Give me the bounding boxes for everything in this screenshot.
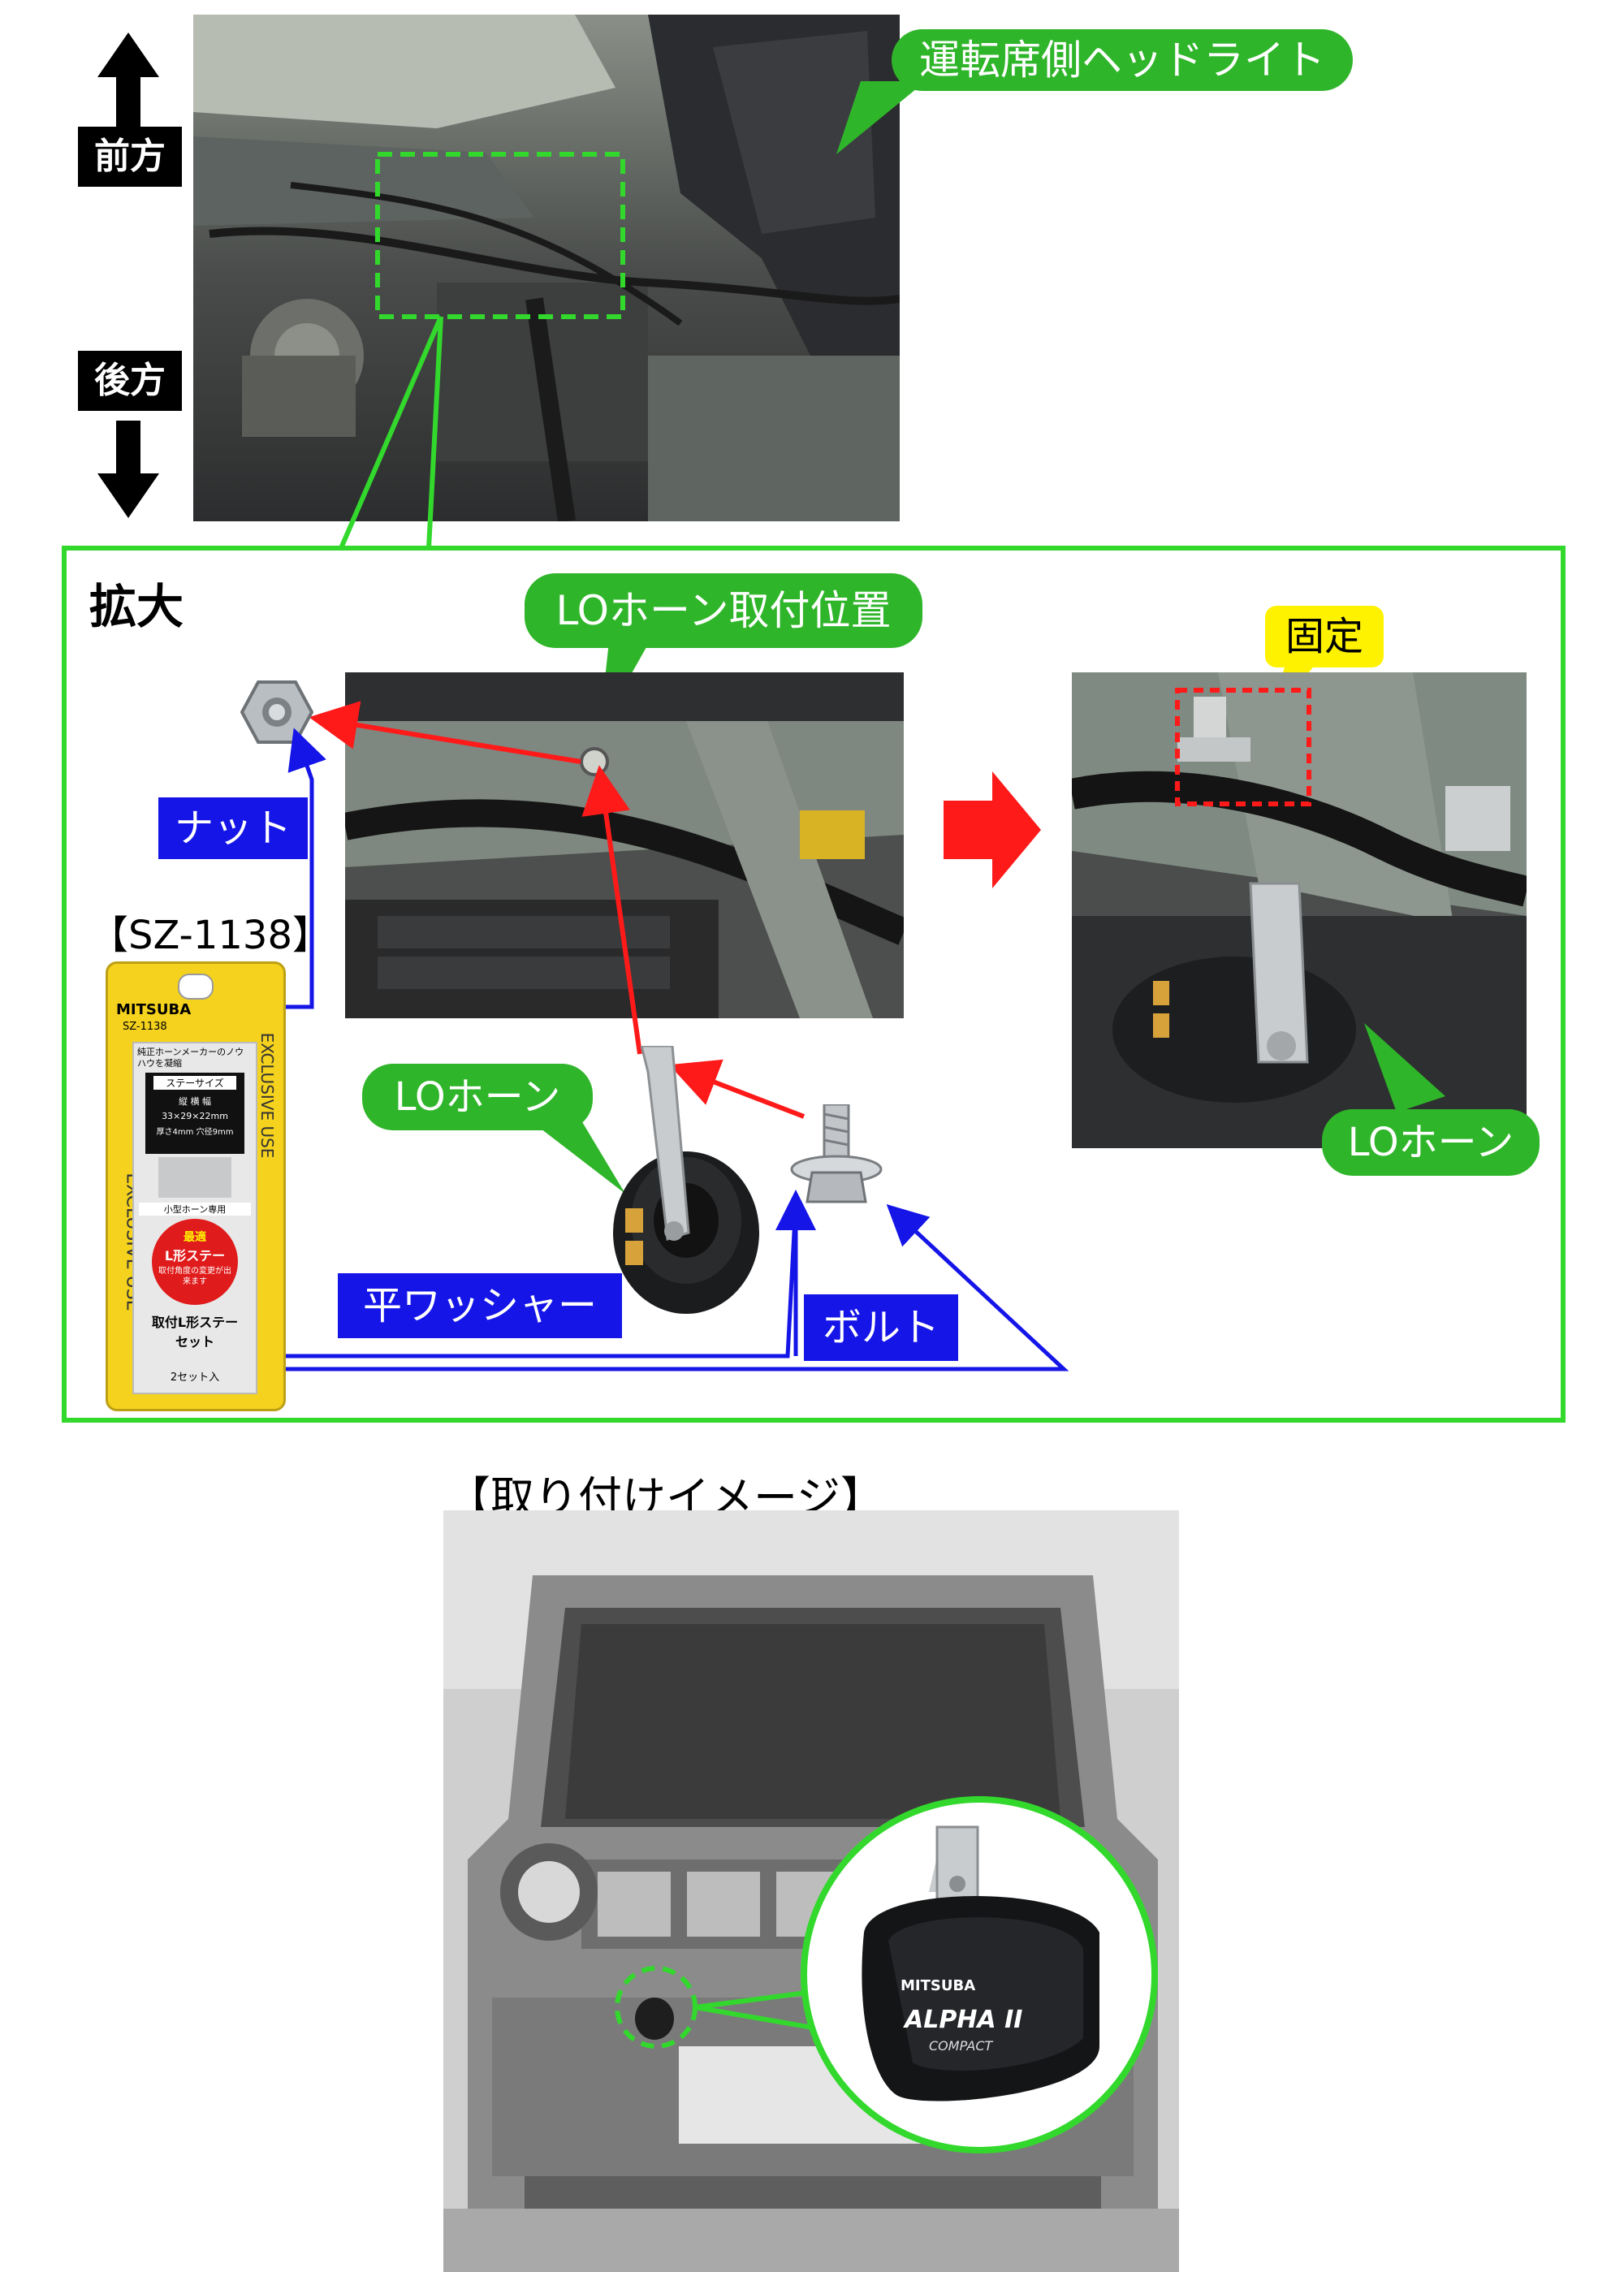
engine-bay-photo [193, 15, 900, 521]
badge-line-3: 取付角度の変更が出来ます [158, 1267, 231, 1286]
horn-brand: MITSUBA [901, 1977, 976, 1994]
enlarged-frame [62, 546, 1566, 1423]
bolt-washer-image [788, 1103, 885, 1218]
small-horn-label: 小型ホーン専用 [139, 1203, 251, 1216]
badge-line-2: L形ステー [164, 1248, 226, 1263]
lo-horn-position-callout: LOホーン取付位置 [525, 573, 922, 648]
headlight-callout: 運転席側ヘッドライト [892, 29, 1353, 91]
lo-horn-callout-right: LOホーン [1322, 1109, 1540, 1176]
badge-line-1: 最適 [184, 1231, 206, 1244]
horn-zoom-circle: MITSUBA ALPHA II COMPACT [801, 1796, 1158, 2153]
package-note: 純正ホーンメーカーのノウハウを凝縮 [137, 1047, 244, 1069]
product-name-line-2: セット [175, 1334, 214, 1350]
package-stay-photo [158, 1157, 231, 1198]
flat-washer-label: 平ワッシャー [338, 1273, 622, 1338]
package-count: 2セット入 [170, 1371, 220, 1384]
hang-hole [178, 974, 214, 1000]
down-arrow-icon [96, 421, 161, 518]
mount-position-photo [345, 672, 904, 1018]
lo-horn-left-pointer [520, 1112, 625, 1194]
installed-photo [1072, 672, 1527, 1148]
package-model: SZ-1138 [123, 1021, 167, 1033]
stay-size-box: ステーサイズ 縦 横 幅 33×29×22mm 厚さ4mm 穴径9mm [145, 1073, 244, 1154]
package-brand: MITSUBA [116, 1001, 192, 1018]
lo-horn-right-pointer [1364, 1023, 1445, 1112]
fixed-callout: 固定 [1265, 606, 1384, 667]
nut-label: ナット [158, 797, 308, 859]
lo-horn-callout-left: LOホーン [362, 1064, 593, 1130]
horn-model: ALPHA II [905, 2006, 1023, 2034]
nut-image [240, 677, 314, 747]
headlight-callout-pointer [836, 81, 926, 154]
horn-with-stay-image [593, 1044, 771, 1314]
big-red-arrow-icon [944, 771, 1041, 888]
enlarge-heading: 拡大 [89, 579, 184, 634]
horn-sub: COMPACT [929, 2038, 993, 2054]
package-card: 純正ホーンメーカーのノウハウを凝縮 ステーサイズ 縦 横 幅 33×29×22m… [132, 1042, 257, 1394]
stay-package: MITSUBA SZ-1138 EXCLUSIVE USE EXCLUSIVE … [106, 961, 286, 1411]
stay-size-title: ステーサイズ [153, 1076, 236, 1090]
stay-size-values: 33×29×22mm [162, 1111, 228, 1121]
up-arrow-icon [96, 32, 161, 130]
stay-size-dims: 縦 横 幅 [179, 1096, 211, 1107]
product-name: 取付L形ステー セット [137, 1311, 253, 1350]
optimal-badge: 最適 L形ステー 取付角度の変更が出来ます [152, 1219, 238, 1305]
rear-label: 後方 [78, 351, 182, 411]
product-code: 【SZ-1138】 [89, 913, 331, 958]
front-label: 前方 [78, 127, 182, 187]
package-exclusive-right: EXCLUSIVE USE [257, 1032, 277, 1159]
stay-size-thickness: 厚さ4mm 穴径9mm [156, 1128, 234, 1137]
product-name-line-1: 取付L形ステー [151, 1315, 239, 1330]
bolt-label: ボルト [804, 1294, 958, 1361]
